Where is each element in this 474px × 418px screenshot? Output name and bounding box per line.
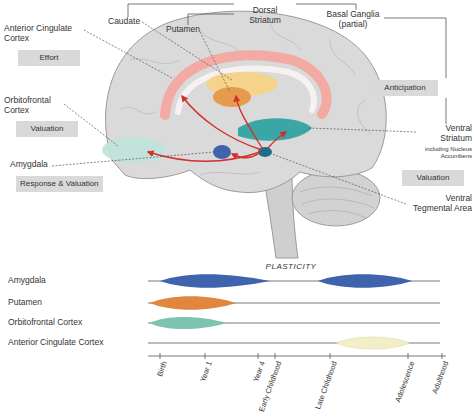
putamen-region — [213, 87, 251, 107]
cerebellum — [292, 170, 380, 226]
region-label: Orbitofrontal Cortex — [4, 96, 66, 116]
axis-label: Birth — [155, 360, 169, 378]
region-label: Putamen — [166, 25, 210, 35]
process-box: Anticipation — [372, 80, 438, 96]
box-text: Response & Valuation — [20, 180, 99, 189]
axis-label: Adolescence — [393, 360, 416, 403]
process-box: Valuation — [16, 121, 78, 137]
box-text: Valuation — [31, 125, 64, 134]
row-label: Orbitofrontal Cortex — [8, 318, 143, 328]
row-label: Putamen — [8, 298, 143, 308]
row-label: Amygdala — [8, 276, 143, 286]
plasticity-bump — [160, 274, 270, 288]
region-sublabel: including Nucleus Accumbens — [404, 146, 472, 160]
box-text: Anticipation — [384, 84, 425, 93]
pathway-arrow — [236, 96, 262, 148]
ventral-striatum-region — [238, 118, 312, 140]
plasticity-bump — [336, 337, 410, 349]
region-label: Anterior Cingulate Cortex — [4, 24, 86, 44]
bracket-lines — [128, 4, 446, 124]
plasticity-bump — [150, 317, 226, 329]
cerebrum — [106, 11, 387, 192]
amygdala-region — [213, 145, 231, 159]
axis-label: Year 1 — [198, 360, 214, 383]
plasticity-bump — [150, 296, 236, 310]
region-label: Amygdala — [10, 160, 60, 170]
region-label: Basal Ganglia (partial) — [322, 10, 384, 30]
process-box: Valuation — [402, 170, 464, 186]
axis-label: Late Childhood — [313, 360, 339, 411]
leader-lines — [52, 22, 416, 204]
pathway-arrow — [182, 96, 262, 150]
pathway-arrow — [232, 154, 258, 158]
region-label: Dorsal Striatum — [236, 6, 294, 26]
process-box: Effort — [18, 50, 80, 66]
vta-region — [258, 147, 272, 157]
region-label: Ventral Striatum — [418, 124, 472, 144]
plasticity-rows — [148, 281, 446, 359]
cingulate-band — [165, 55, 327, 115]
process-box: Response & Valuation — [16, 176, 103, 192]
box-text: Valuation — [417, 174, 450, 183]
region-label: Ventral Tegmental Area — [406, 194, 472, 214]
region-label: Caudate — [108, 17, 148, 27]
axis-label: Adulthood — [430, 360, 450, 395]
pathway-arrow — [268, 132, 286, 148]
plasticity-bump — [318, 274, 412, 288]
chart-title: PLASTICITY — [255, 262, 327, 271]
row-label: Anterior Cingulate Cortex — [8, 338, 143, 348]
axis-label: Year 4 — [251, 360, 267, 383]
box-text: Effort — [40, 54, 59, 63]
